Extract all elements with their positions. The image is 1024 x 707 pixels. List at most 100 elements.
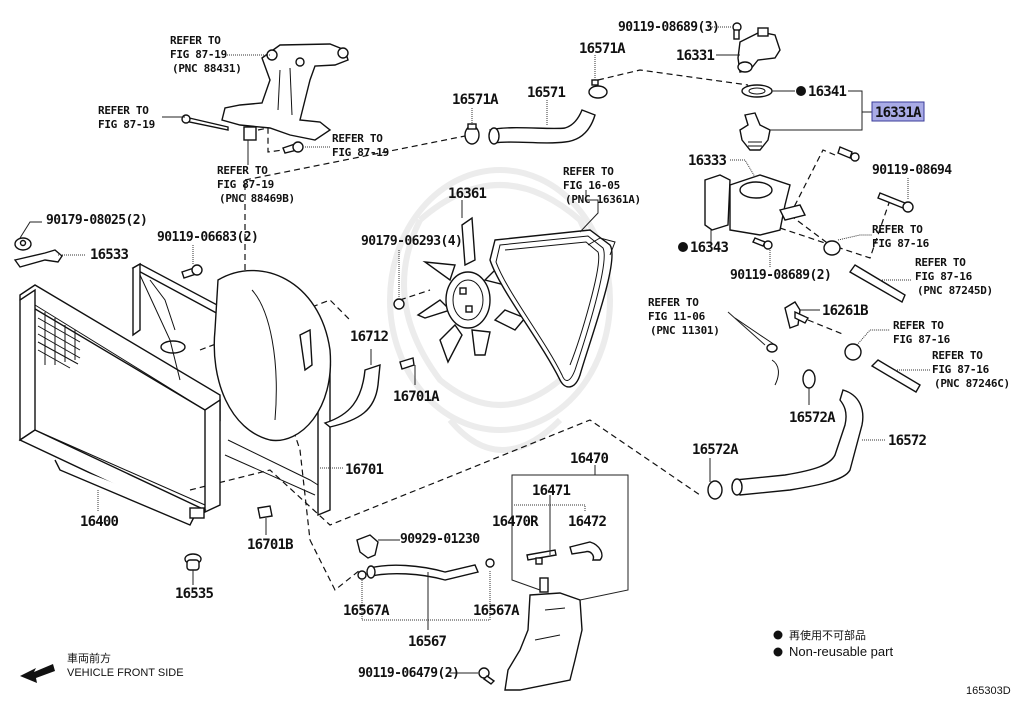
label-90119-08689-2[interactable]: 90119-08689(2) bbox=[730, 268, 832, 283]
label-90119-08689-3[interactable]: 90119-08689(3) bbox=[618, 20, 720, 35]
label-16567a-left[interactable]: 16567A bbox=[343, 603, 391, 619]
label-90119-06683[interactable]: 90119-06683(2) bbox=[157, 230, 259, 245]
hose-87245d bbox=[848, 264, 906, 304]
svg-text:REFER TO: REFER TO bbox=[915, 256, 966, 269]
label-16701a[interactable]: 16701A bbox=[393, 389, 441, 405]
engine-bracket-drawing bbox=[181, 43, 349, 154]
fitting-16261b bbox=[784, 301, 810, 329]
label-16571a-top[interactable]: 16571A bbox=[579, 41, 627, 57]
label-16470r[interactable]: 16470R bbox=[492, 514, 540, 530]
clamp-16572a-mid bbox=[802, 369, 816, 389]
reservoir-tank-16470 bbox=[504, 577, 583, 691]
label-16712[interactable]: 16712 bbox=[350, 329, 389, 345]
non-reusable-marker bbox=[796, 86, 806, 96]
grommet-16535 bbox=[184, 553, 202, 571]
svg-text:FIG 87-16: FIG 87-16 bbox=[915, 270, 973, 283]
svg-text:(PNC 87246C): (PNC 87246C) bbox=[934, 377, 1010, 390]
label-refer-11301[interactable]: REFER TO FIG 11-06 (PNC 11301) bbox=[648, 296, 720, 337]
radiator-fins bbox=[37, 312, 81, 369]
clamp-87-16-upper bbox=[823, 240, 841, 256]
label-90119-08694[interactable]: 90119-08694 bbox=[872, 163, 953, 178]
legend-jp: 再使用不可部品 bbox=[789, 628, 866, 642]
svg-text:16331A: 16331A bbox=[875, 105, 922, 121]
label-90179-06293[interactable]: 90179-06293(4) bbox=[361, 234, 463, 249]
label-refer-bolt-left[interactable]: REFER TO FIG 87-19 bbox=[98, 104, 155, 131]
label-refer-87246c[interactable]: REFER TO FIG 87-16 (PNC 87246C) bbox=[932, 349, 1010, 390]
legend-en: Non-reusable part bbox=[789, 644, 893, 659]
leader-lines bbox=[19, 26, 930, 674]
arrow-left-icon bbox=[20, 664, 55, 683]
svg-text:FIG 87-16: FIG 87-16 bbox=[893, 333, 951, 346]
svg-text:REFER TO: REFER TO bbox=[332, 132, 383, 145]
svg-text:(PNC 87245D): (PNC 87245D) bbox=[917, 284, 993, 297]
bolt-90119-06683 bbox=[181, 264, 203, 279]
label-16333[interactable]: 16333 bbox=[688, 153, 727, 169]
svg-text:REFER TO: REFER TO bbox=[932, 349, 983, 362]
label-16572[interactable]: 16572 bbox=[888, 433, 927, 449]
clamp-16572a-low bbox=[707, 480, 723, 500]
svg-text:REFER TO: REFER TO bbox=[872, 223, 923, 236]
label-16572a-mid[interactable]: 16572A bbox=[789, 410, 837, 426]
svg-text:REFER TO: REFER TO bbox=[217, 164, 268, 177]
svg-text:REFER TO: REFER TO bbox=[170, 34, 221, 47]
svg-text:REFER TO: REFER TO bbox=[563, 165, 614, 178]
non-reusable-marker bbox=[678, 242, 688, 252]
label-refer-87245d[interactable]: REFER TO FIG 87-16 (PNC 87245D) bbox=[915, 256, 993, 297]
label-16331[interactable]: 16331 bbox=[676, 48, 715, 64]
cap-16471 bbox=[526, 549, 557, 565]
svg-text:FIG 87-19: FIG 87-19 bbox=[217, 178, 274, 191]
hose-87246c bbox=[870, 359, 921, 393]
svg-text:FIG 87-16: FIG 87-16 bbox=[872, 237, 930, 250]
svg-text:REFER TO: REFER TO bbox=[98, 104, 149, 117]
bolt-90119-08694 bbox=[877, 192, 914, 213]
label-refer-clamp-87-16[interactable]: REFER TO FIG 87-16 bbox=[872, 223, 930, 250]
clamp-87-16-lower bbox=[844, 343, 862, 361]
label-16701[interactable]: 16701 bbox=[345, 462, 384, 478]
label-16572a-low[interactable]: 16572A bbox=[692, 442, 740, 458]
label-90929-01230[interactable]: 90929-01230 bbox=[400, 532, 481, 547]
direction-jp: 車両前方 bbox=[67, 651, 111, 665]
label-16331a-highlighted[interactable]: 16331A bbox=[871, 101, 925, 122]
label-16341[interactable]: 16341 bbox=[808, 84, 847, 100]
svg-text:FIG 11-06: FIG 11-06 bbox=[648, 310, 706, 323]
svg-text:(PNC 11301): (PNC 11301) bbox=[650, 324, 720, 337]
label-16567[interactable]: 16567 bbox=[408, 634, 447, 650]
thermostat-housing-16333 bbox=[704, 174, 807, 236]
label-16470[interactable]: 16470 bbox=[570, 451, 609, 467]
stud-bolt bbox=[837, 146, 860, 162]
svg-text:FIG 87-19: FIG 87-19 bbox=[332, 146, 389, 159]
label-16361[interactable]: 16361 bbox=[448, 186, 487, 202]
label-16400[interactable]: 16400 bbox=[80, 514, 119, 530]
label-16261b[interactable]: 16261B bbox=[822, 303, 869, 319]
svg-text:REFER TO: REFER TO bbox=[648, 296, 699, 309]
bracket-90929-01230 bbox=[356, 534, 379, 559]
gasket-16341 bbox=[741, 84, 773, 98]
v-belt-drawing bbox=[489, 229, 616, 388]
label-refer-88469b[interactable]: REFER TO FIG 87-19 (PNC 88469B) bbox=[217, 164, 295, 205]
hose-clamp-16571a-top bbox=[588, 79, 608, 99]
vehicle-front-indicator: 車両前方 VEHICLE FRONT SIDE bbox=[20, 651, 184, 683]
label-refer-clamp2-87-16[interactable]: REFER TO FIG 87-16 bbox=[893, 319, 951, 346]
label-16535[interactable]: 16535 bbox=[175, 586, 214, 602]
label-16701b[interactable]: 16701B bbox=[247, 537, 294, 553]
label-16567a-right[interactable]: 16567A bbox=[473, 603, 521, 619]
label-16533[interactable]: 16533 bbox=[90, 247, 129, 263]
label-16571[interactable]: 16571 bbox=[527, 85, 566, 101]
lower-hose-16572 bbox=[731, 389, 864, 496]
cable-11301 bbox=[734, 317, 779, 386]
label-90179-08025[interactable]: 90179-08025(2) bbox=[46, 213, 148, 228]
clip-16701b bbox=[257, 505, 273, 519]
label-16571a-left[interactable]: 16571A bbox=[452, 92, 500, 108]
label-90119-06479[interactable]: 90119-06479(2) bbox=[358, 666, 460, 681]
label-16471[interactable]: 16471 bbox=[532, 483, 571, 499]
label-refer-88431[interactable]: REFER TO FIG 87-19 (PNC 88431) bbox=[170, 34, 242, 75]
label-16472[interactable]: 16472 bbox=[568, 514, 607, 530]
bolt-90119-08689-lower bbox=[752, 237, 773, 250]
legend: 再使用不可部品 Non-reusable part bbox=[773, 628, 893, 659]
label-16343[interactable]: 16343 bbox=[690, 240, 729, 256]
clip-16567a-right bbox=[485, 558, 495, 568]
label-refer-bolt-right[interactable]: REFER TO FIG 87-19 bbox=[332, 132, 389, 159]
label-refer-16-05[interactable]: REFER TO FIG 16-05 (PNC 16361A) bbox=[563, 165, 641, 206]
bracket-16533 bbox=[13, 249, 63, 268]
